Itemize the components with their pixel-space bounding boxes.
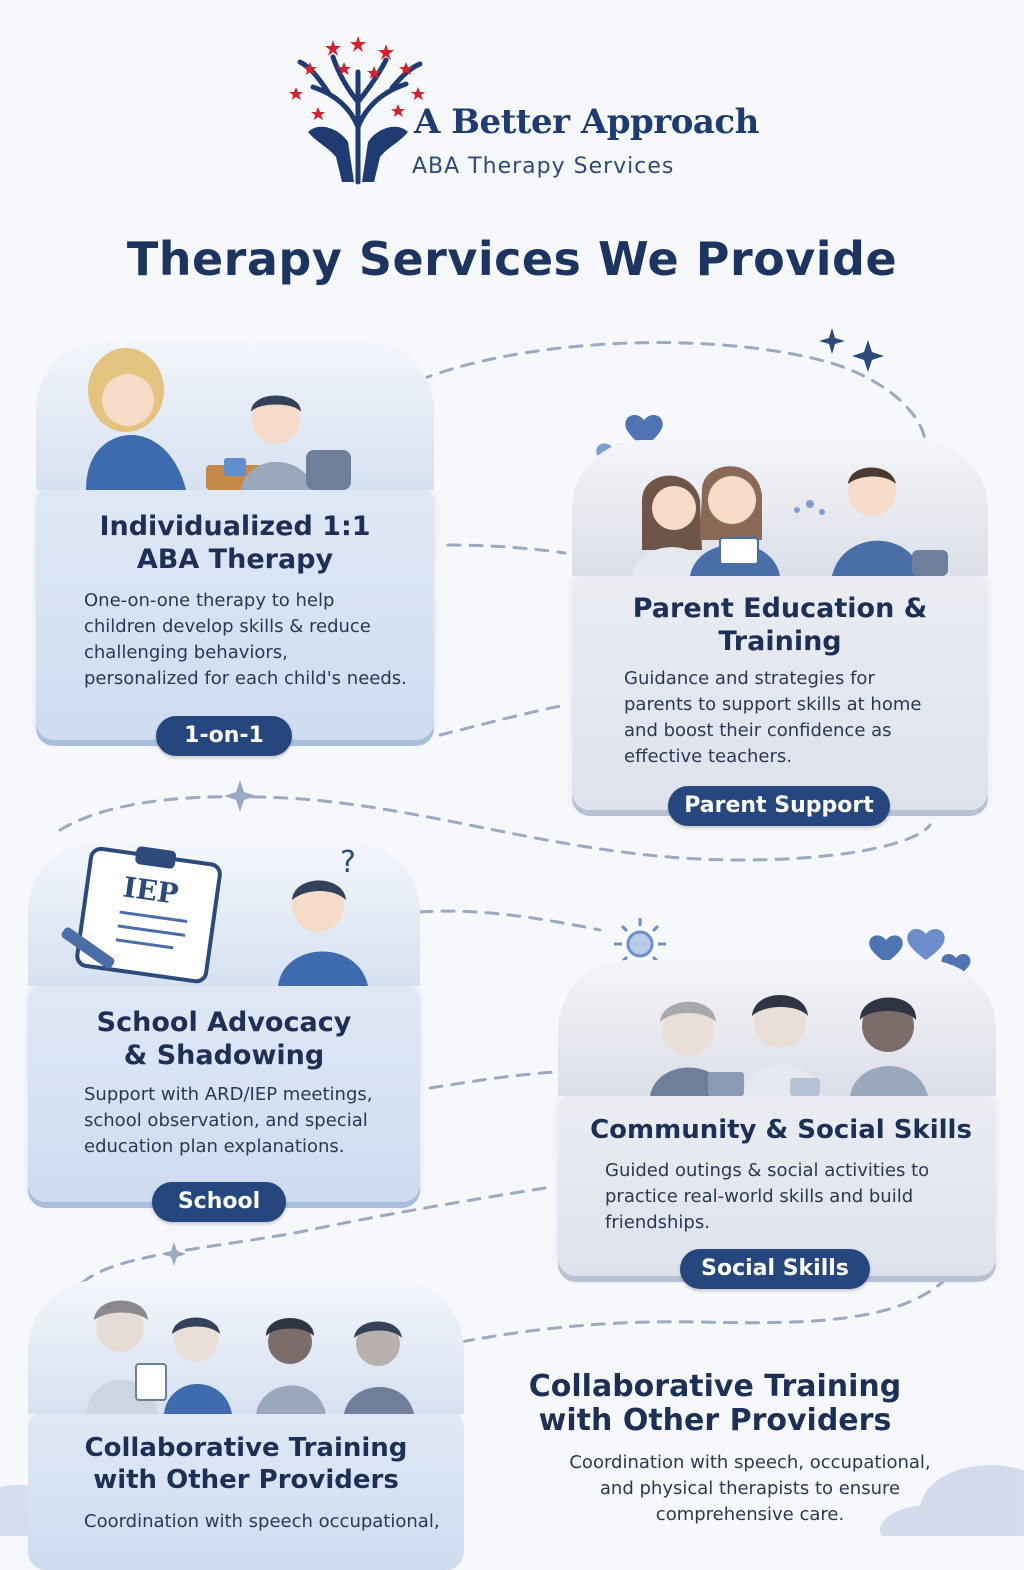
clipboard-label: IEP [121,870,181,910]
description-line: and boost their confidence as [624,720,892,741]
service-title: Collaborative Training with Other Provid… [28,1432,464,1496]
title-line: Collaborative Training [84,1433,408,1463]
service-title: Parent Education & Training [572,592,988,658]
dashed-path [446,543,567,555]
title-line: Individualized 1:1 [99,511,371,542]
title-line: Parent Education & [632,593,928,624]
description-line: and physical therapists to ensure [599,1478,901,1499]
illustration-children-playing [558,960,996,1096]
sparkle-icon [852,340,884,372]
heart-icon [869,935,903,963]
service-title: School Advocacy & Shadowing [28,1006,420,1072]
title-line: with Other Providers [538,1403,892,1438]
service-title: Individualized 1:1 ABA Therapy [36,510,434,576]
sparkle-icon [819,328,845,354]
iep-clipboard-icon: IEP ? [61,845,368,986]
description-line: children develop skills & reduce [84,616,371,637]
service-description: Guidance and strategies for parents to s… [624,666,974,770]
description-line: personalized for each child's needs. [84,668,407,689]
dashed-path [418,909,602,932]
service-description: Coordination with speech, occupational, … [540,1450,960,1528]
description-line: Guidance and strategies for [624,668,875,689]
service-description: One-on-one therapy to help children deve… [84,588,424,692]
question-mark-icon: ? [340,845,356,880]
description-line: school observation, and special [84,1110,368,1131]
service-badge: Parent Support [668,786,890,826]
illustration-parents-meeting [572,440,988,576]
service-card-individualized-aba [36,485,434,740]
description-line: parents to support skills at home [624,694,922,715]
illustration-iep-clipboard: IEP ? [28,842,420,986]
service-card-parent-education [572,572,988,810]
tree-hands-icon [289,36,425,185]
dashed-path [418,341,927,442]
service-badge: 1-on-1 [156,716,292,756]
service-card-school-advocacy [28,982,420,1202]
title-line: & Shadowing [123,1040,325,1071]
description-line: One-on-one therapy to help [84,590,335,611]
cloud-icon [880,1505,980,1536]
service-description: Guided outings & social activities to pr… [605,1158,985,1236]
illustration-therapist-child [36,340,434,490]
children-playing-icon [650,995,928,1096]
dashed-path [58,795,932,862]
brand-logo: A Better Approach ABA Therapy Services [288,32,759,192]
illustration-group-collaboration [28,1280,464,1414]
title-line: with Other Providers [93,1465,399,1495]
title-line: Collaborative Training [528,1369,902,1404]
dashed-path [78,1186,547,1287]
title-line: School Advocacy [96,1007,352,1038]
sparkle-icon [162,1242,186,1266]
description-line: friendships. [605,1212,710,1233]
parents-meeting-icon [632,466,948,576]
description-line: effective teachers. [624,746,792,767]
dashed-path [438,703,567,737]
service-badge: School [152,1182,286,1222]
service-title: Community & Social Skills [590,1115,972,1145]
service-badge: Social Skills [680,1249,870,1289]
dashed-path [428,1070,560,1090]
title-line: Training [718,626,842,657]
description-line: Support with ARD/IEP meetings, [84,1084,373,1105]
description-line: education plan explanations. [84,1136,345,1157]
heart-icon [625,414,663,448]
service-card-community-social [558,1092,996,1276]
brand-tagline: ABA Therapy Services [412,154,675,179]
description-line: Guided outings & social activities to [605,1160,930,1181]
group-collaboration-icon [86,1300,414,1414]
dashed-path [438,1278,947,1348]
therapist-child-icon [86,348,351,490]
description-line: practice real-world skills and build [605,1186,914,1207]
description-line: comprehensive care. [655,1504,845,1525]
title-line: ABA Therapy [136,544,334,575]
service-description: Coordination with speech occupational, [84,1509,464,1535]
description-line: Coordination with speech, occupational, [569,1452,931,1473]
service-title: Collaborative Training with Other Provid… [500,1370,930,1438]
description-line: Coordination with speech occupational, [84,1511,440,1532]
heart-icon [907,928,945,960]
service-description: Support with ARD/IEP meetings, school ob… [84,1082,414,1160]
page-title: Therapy Services We Provide [126,232,898,286]
description-line: challenging behaviors, [84,642,288,663]
brand-name: A Better Approach [414,102,759,142]
sparkle-icon [224,780,256,812]
